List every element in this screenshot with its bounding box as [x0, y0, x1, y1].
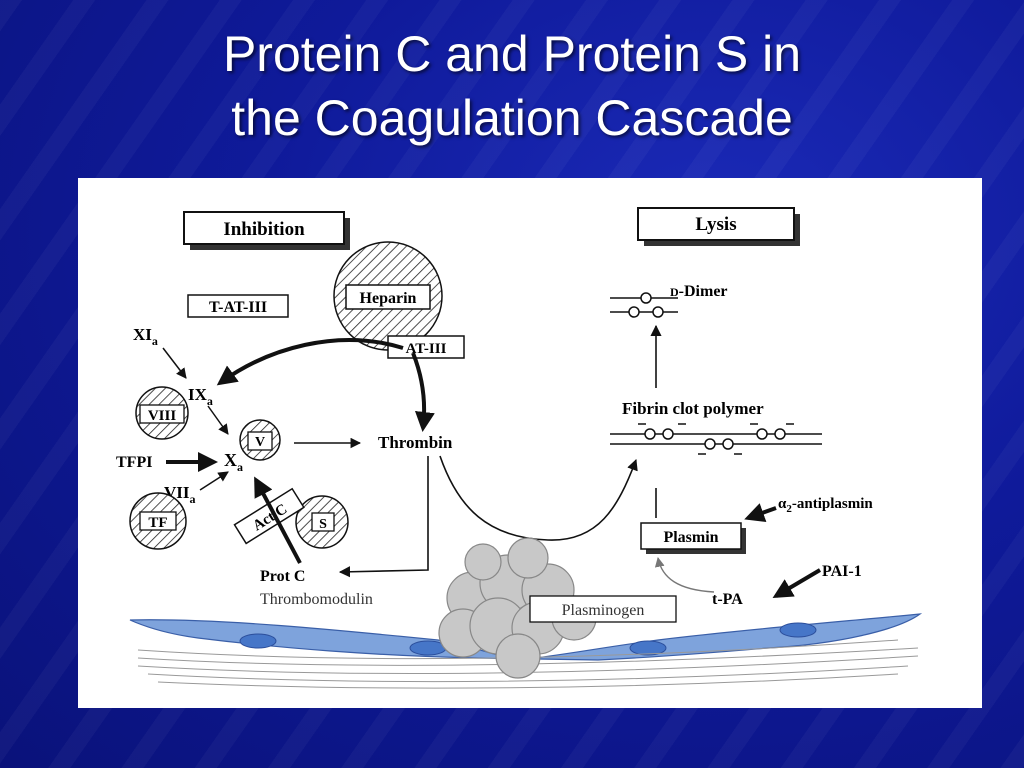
- fibrin-polymer-icon: [610, 424, 822, 454]
- s-circle: S: [296, 496, 348, 548]
- thrombin-label: Thrombin: [378, 433, 453, 452]
- t-at-iii-label: T-AT-III: [209, 299, 267, 316]
- tfpi-label: TFPI: [116, 454, 152, 471]
- act-c-box: Act C: [235, 489, 304, 544]
- coagulation-diagram: Inhibition Lysis T-AT-III Heparin AT-III…: [78, 178, 982, 708]
- plasminogen-label: Plasminogen: [562, 602, 645, 619]
- antiplasmin-arrow: [748, 508, 776, 518]
- t-at-iii-box: T-AT-III: [188, 295, 288, 317]
- lysis-label: Lysis: [695, 214, 736, 235]
- heparin-label: Heparin: [360, 290, 417, 307]
- xa-label: Xa: [224, 450, 243, 474]
- plasminogen-box: Plasminogen: [530, 596, 676, 622]
- thrombomodulin-label: Thrombomodulin: [260, 591, 373, 608]
- s-label: S: [319, 517, 327, 532]
- inhibition-label-box: Inhibition: [184, 212, 350, 250]
- title-line-2: the Coagulation Cascade: [0, 86, 1024, 150]
- fibrin-label: Fibrin clot polymer: [622, 399, 764, 418]
- v-label: V: [255, 435, 265, 450]
- xia-arrow: [163, 348, 186, 378]
- xia-label: XIa: [133, 325, 158, 348]
- viii-label: VIII: [148, 408, 177, 424]
- tf-circle: TF: [130, 493, 186, 549]
- ixa-label: IXa: [188, 385, 213, 408]
- pai1-arrow: [776, 570, 820, 596]
- inhibition-label: Inhibition: [223, 219, 305, 240]
- tf-label: TF: [148, 515, 167, 531]
- plasmin-box: Plasmin: [641, 523, 746, 554]
- lysis-label-box: Lysis: [638, 208, 800, 246]
- thrombin-to-fibrin-arrow: [440, 456, 636, 540]
- heparin-circle: Heparin: [334, 242, 442, 350]
- title-line-1: Protein C and Protein S in: [0, 22, 1024, 86]
- viii-circle: VIII: [136, 387, 188, 439]
- diagram-panel: Inhibition Lysis T-AT-III Heparin AT-III…: [78, 178, 982, 708]
- plasmin-label: Plasmin: [663, 529, 718, 546]
- heparin-inhibit-arrow-down: [413, 353, 424, 428]
- d-dimer-label: D-Dimer: [670, 283, 728, 300]
- pai1-label: PAI-1: [822, 563, 862, 580]
- thrombin-to-protc-arrow: [340, 456, 428, 572]
- tpa-label: t-PA: [712, 591, 743, 608]
- viia-arrow: [200, 472, 228, 490]
- tpa-to-plasmin-arrow: [658, 558, 714, 592]
- ixa-to-xa-arrow: [208, 406, 228, 434]
- v-circle: V: [240, 420, 280, 460]
- prot-c-label: Prot C: [260, 568, 305, 585]
- antiplasmin-label: α2-antiplasmin: [778, 496, 873, 515]
- slide-title: Protein C and Protein S in the Coagulati…: [0, 22, 1024, 150]
- d-dimer-icon: [610, 293, 678, 317]
